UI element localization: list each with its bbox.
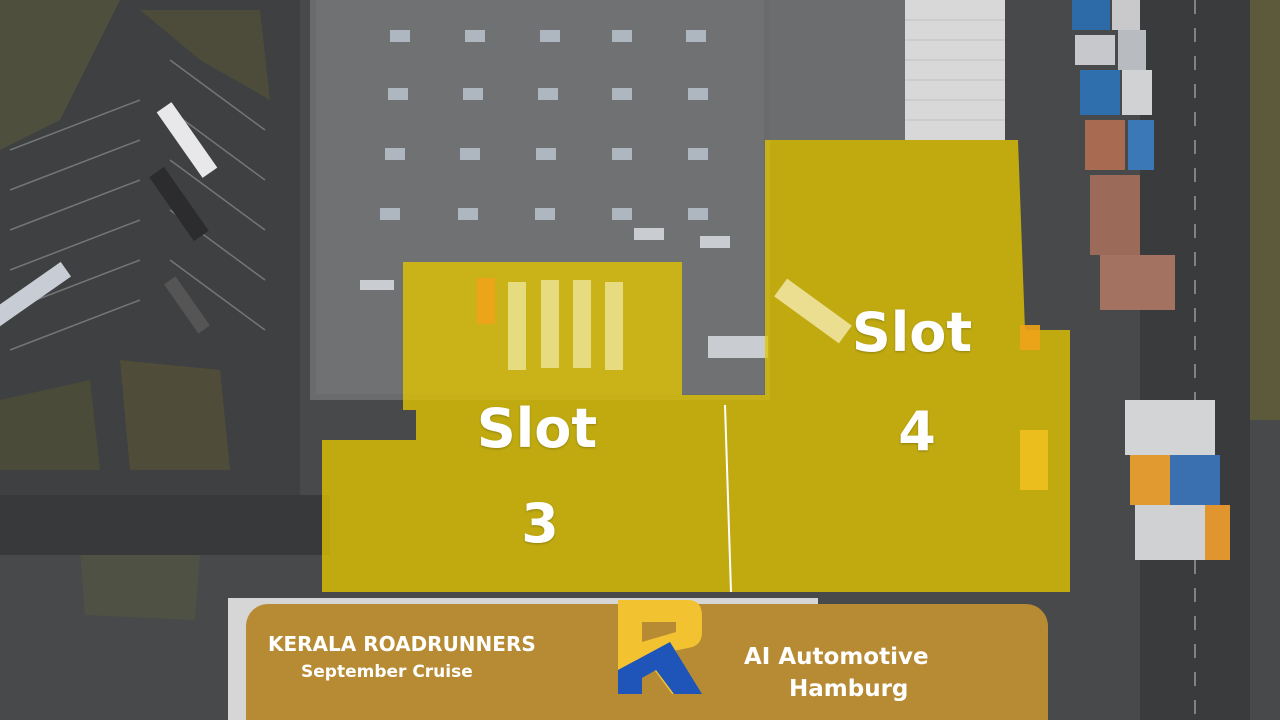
city-name: Hamburg [789, 676, 909, 702]
slot-4-title: Slot [851, 301, 973, 364]
club-name: KERALA ROADRUNNERS [268, 632, 536, 656]
event-name: September Cruise [301, 662, 473, 682]
company-name: AI Automotive [744, 644, 929, 670]
slot-4-area[interactable] [765, 140, 1070, 455]
slot-3-title: Slot [476, 397, 598, 460]
slot-4-number: 4 [898, 400, 936, 463]
rr-logo-icon [618, 600, 702, 694]
slot-3-number: 3 [521, 492, 559, 555]
